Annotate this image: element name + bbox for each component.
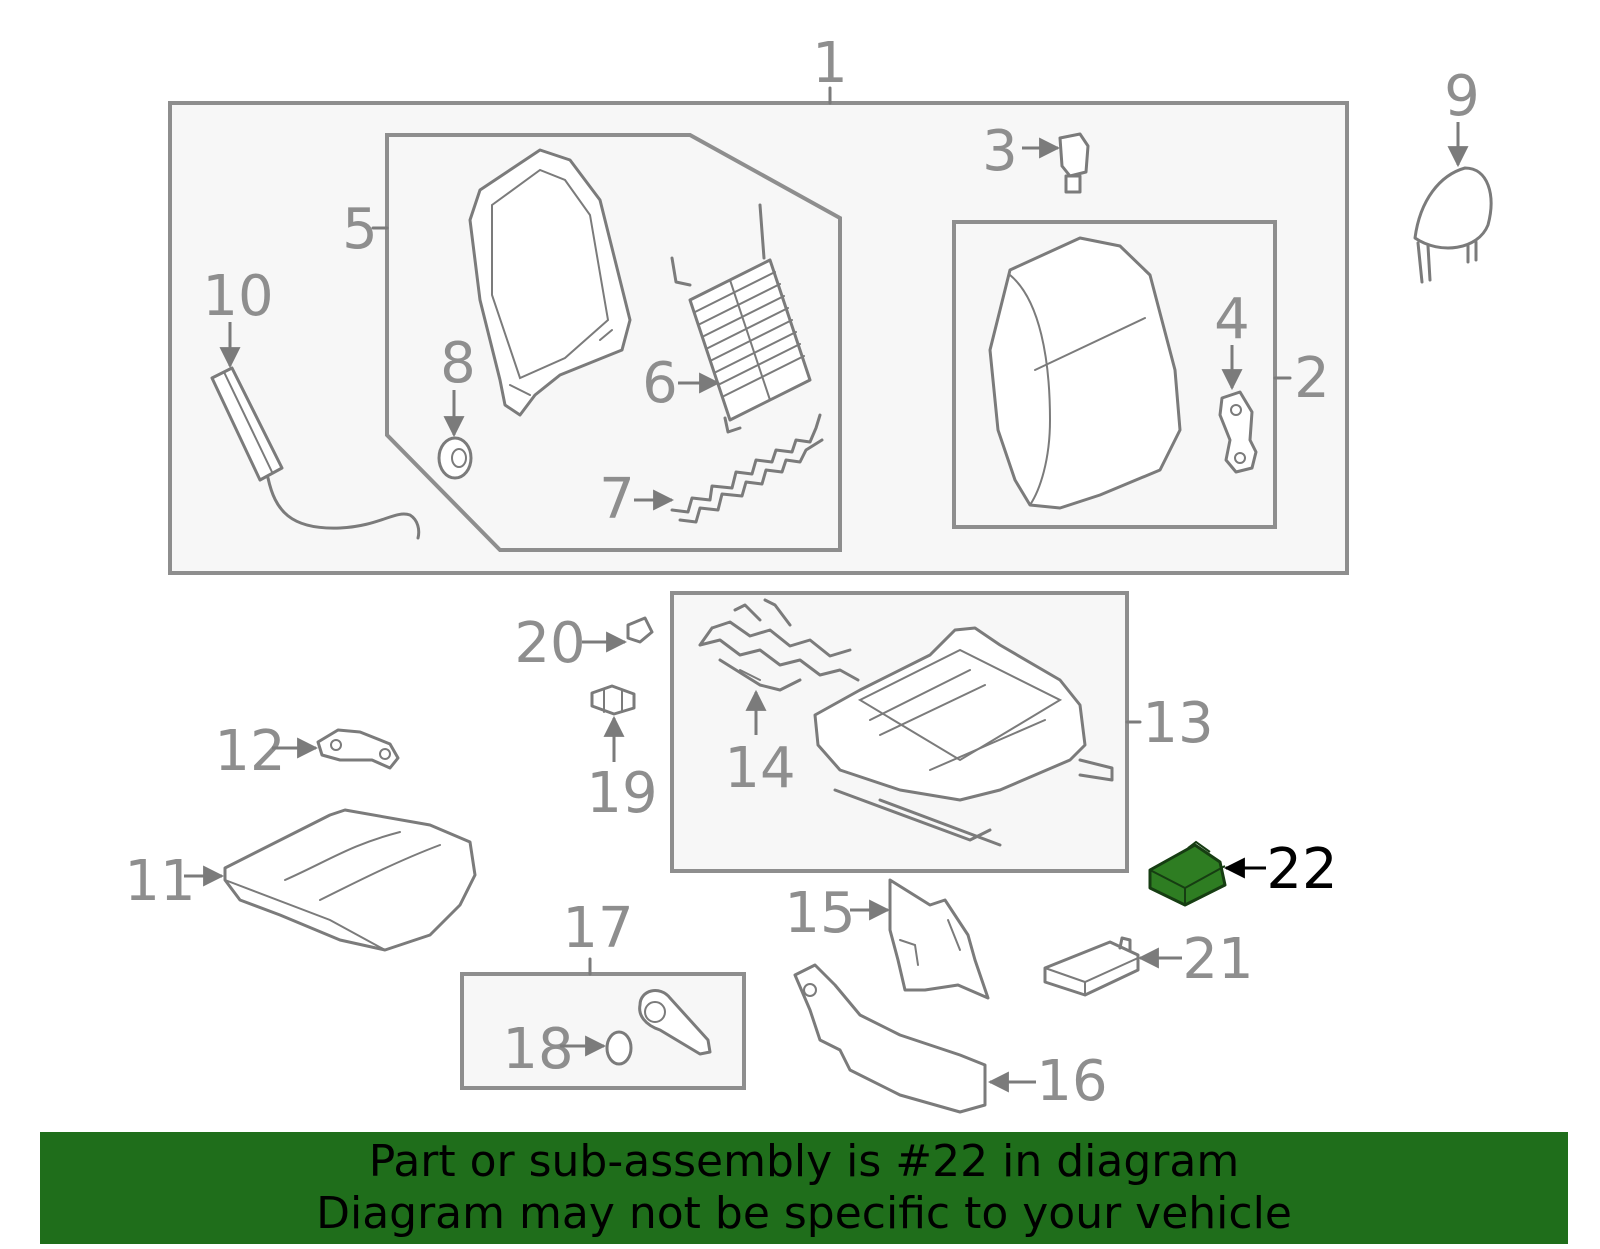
callout-18: 18 bbox=[502, 1017, 573, 1082]
callout-13: 13 bbox=[1142, 691, 1213, 756]
part-4-bracket bbox=[1218, 390, 1258, 474]
callout-16: 16 bbox=[1036, 1049, 1107, 1114]
callout-8: 8 bbox=[440, 331, 476, 396]
seat-cushion-frame bbox=[813, 626, 1114, 847]
part-10-side-airbag bbox=[210, 366, 421, 540]
part-9-headrest bbox=[1413, 166, 1493, 284]
part-12-bracket bbox=[316, 728, 400, 770]
seat-back-frame bbox=[468, 148, 632, 417]
part-7-spring bbox=[670, 413, 824, 524]
callout-12: 12 bbox=[214, 719, 285, 784]
callout-14: 14 bbox=[724, 736, 795, 801]
callout-9: 9 bbox=[1444, 64, 1480, 129]
callout-7: 7 bbox=[599, 467, 635, 532]
callout-2: 2 bbox=[1294, 346, 1330, 411]
callout-5: 5 bbox=[342, 197, 378, 262]
callout-11: 11 bbox=[124, 849, 195, 914]
part-14-cushion-spring bbox=[698, 598, 860, 692]
callout-10: 10 bbox=[202, 264, 273, 329]
info-banner: Part or sub-assembly is #22 in diagram D… bbox=[40, 1132, 1568, 1244]
part-22-highlighted-module bbox=[1148, 840, 1227, 907]
part-3-headrest-guide bbox=[1058, 132, 1090, 194]
callout-21: 21 bbox=[1182, 927, 1253, 992]
callout-6: 6 bbox=[642, 351, 678, 416]
part-15-inner-shield bbox=[888, 878, 990, 1000]
part-11-cushion-cover bbox=[223, 808, 477, 952]
callout-19: 19 bbox=[586, 761, 657, 826]
part-8-bushing bbox=[437, 436, 473, 480]
part-16-outer-shield bbox=[793, 963, 987, 1114]
callout-1: 1 bbox=[812, 31, 848, 96]
callout-4: 4 bbox=[1214, 287, 1250, 352]
callout-17: 17 bbox=[562, 896, 633, 961]
part-19-bracket bbox=[590, 684, 636, 716]
part-17-recliner-handle bbox=[638, 989, 712, 1056]
part-20-clip bbox=[626, 616, 654, 644]
part-18-clip bbox=[605, 1030, 633, 1066]
seat-back-cover bbox=[988, 236, 1182, 510]
callout-3: 3 bbox=[982, 119, 1018, 184]
banner-line-1: Part or sub-assembly is #22 in diagram bbox=[368, 1136, 1240, 1187]
callout-15: 15 bbox=[784, 881, 855, 946]
callout-22: 22 bbox=[1266, 837, 1337, 902]
banner-line-2: Diagram may not be specific to your vehi… bbox=[316, 1188, 1292, 1239]
callout-20: 20 bbox=[514, 611, 585, 676]
part-21-module bbox=[1043, 936, 1140, 997]
